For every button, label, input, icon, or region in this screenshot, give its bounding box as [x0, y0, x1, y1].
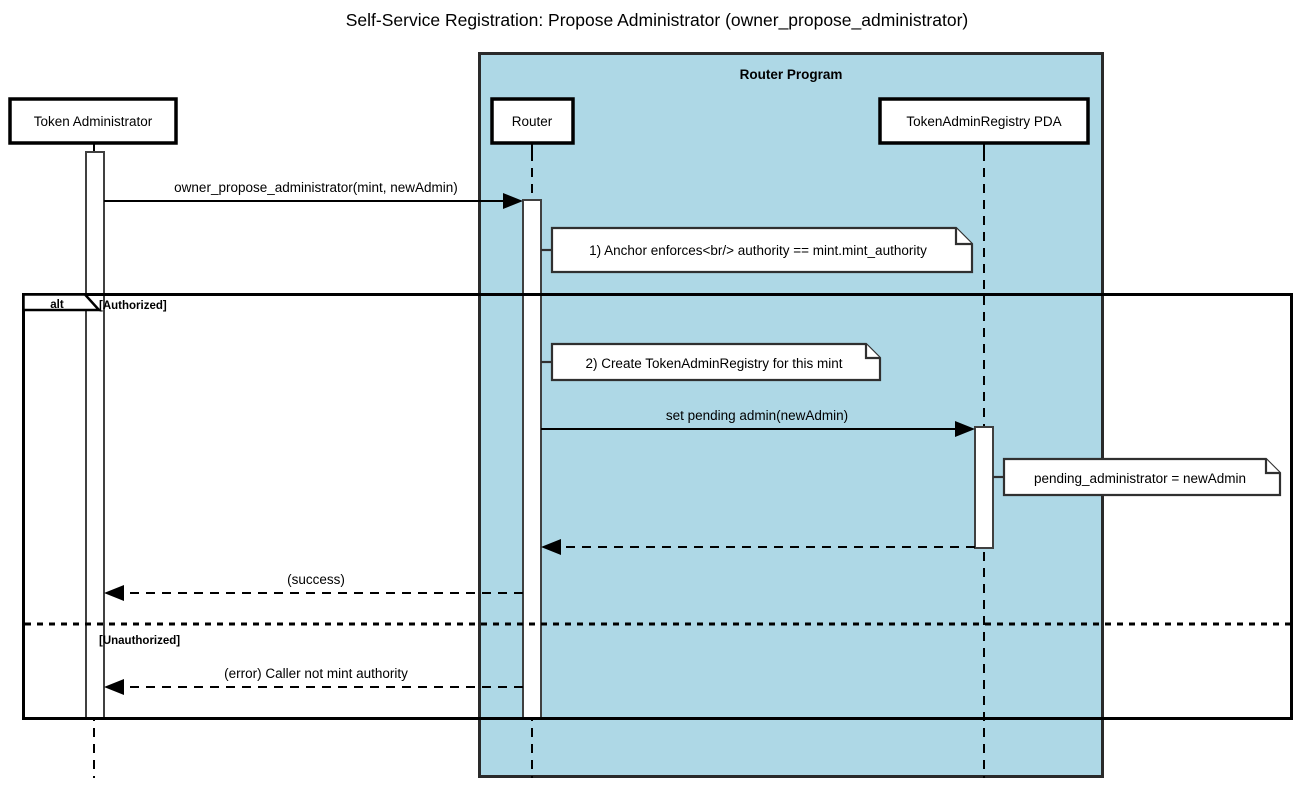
participant-token-administrator[interactable]: Token Administrator — [8, 97, 178, 145]
group-router-program-label: Router Program — [740, 67, 843, 82]
participant-token-administrator-label: Token Administrator — [34, 114, 153, 129]
fragment-alt: alt [Authorized] [Unauthorized] — [22, 293, 1293, 720]
group-router-program-box — [478, 52, 1104, 778]
message-error-caller-not-mint-authority-label: (error) Caller not mint authority — [224, 666, 408, 681]
activation-token-administrator — [85, 151, 105, 719]
participant-router-label: Router — [512, 114, 553, 129]
message-set-pending-admin-arrowhead — [955, 421, 975, 437]
message-error-caller-not-mint-authority-arrowhead — [104, 679, 124, 695]
group-router-program: Router Program — [478, 52, 1104, 778]
note-pending-administrator-box — [1002, 457, 1282, 497]
message-set-pending-admin-label: set pending admin(newAdmin) — [666, 408, 848, 423]
note-anchor-enforces: 1) Anchor enforces<br/> authority == min… — [541, 226, 974, 274]
note-create-registry: 2) Create TokenAdminRegistry for this mi… — [541, 342, 882, 382]
note-anchor-enforces-box — [550, 226, 974, 274]
message-error-caller-not-mint-authority[interactable]: (error) Caller not mint authority — [104, 666, 523, 695]
participant-router[interactable]: Router — [490, 97, 575, 145]
fragment-alt-operator-label: alt — [50, 299, 64, 311]
note-anchor-enforces-fold — [954, 228, 972, 246]
participant-token-admin-registry-pda[interactable]: TokenAdminRegistry PDA — [878, 97, 1090, 145]
activation-token-admin-registry-pda — [974, 426, 994, 549]
message-success-arrowhead — [104, 585, 124, 601]
note-pending-administrator-fold — [1264, 459, 1280, 475]
fragment-alt-branch-1-condition: [Unauthorized] — [99, 635, 180, 647]
note-create-registry-box — [550, 342, 882, 382]
message-owner-propose-administrator[interactable]: owner_propose_administrator(mint, newAdm… — [104, 180, 523, 209]
fragment-alt-tab — [22, 293, 102, 312]
note-create-registry-text: 2) Create TokenAdminRegistry for this mi… — [585, 356, 842, 371]
message-set-pending-admin[interactable]: set pending admin(newAdmin) — [541, 408, 975, 437]
note-pending-administrator: pending_administrator = newAdmin — [993, 457, 1282, 497]
message-pda-return[interactable] — [541, 539, 975, 555]
note-anchor-enforces-text: 1) Anchor enforces<br/> authority == min… — [589, 243, 927, 258]
message-success[interactable]: (success) — [104, 572, 523, 601]
participant-router-box[interactable] — [490, 97, 575, 145]
message-pda-return-arrowhead — [541, 539, 561, 555]
note-pending-administrator-text: pending_administrator = newAdmin — [1034, 471, 1246, 486]
fragment-alt-box — [22, 293, 1293, 720]
message-success-label: (success) — [287, 572, 345, 587]
participant-token-admin-registry-pda-box[interactable] — [878, 97, 1090, 145]
diagram-title: Self-Service Registration: Propose Admin… — [346, 10, 969, 31]
message-owner-propose-administrator-arrowhead — [503, 193, 523, 209]
participant-token-admin-registry-pda-label: TokenAdminRegistry PDA — [906, 114, 1061, 129]
fragment-alt-branch-0-condition: [Authorized] — [99, 300, 167, 312]
message-owner-propose-administrator-label: owner_propose_administrator(mint, newAdm… — [174, 180, 458, 195]
participant-token-administrator-box[interactable] — [8, 97, 178, 145]
activation-router — [522, 199, 542, 719]
note-create-registry-fold — [864, 344, 880, 360]
